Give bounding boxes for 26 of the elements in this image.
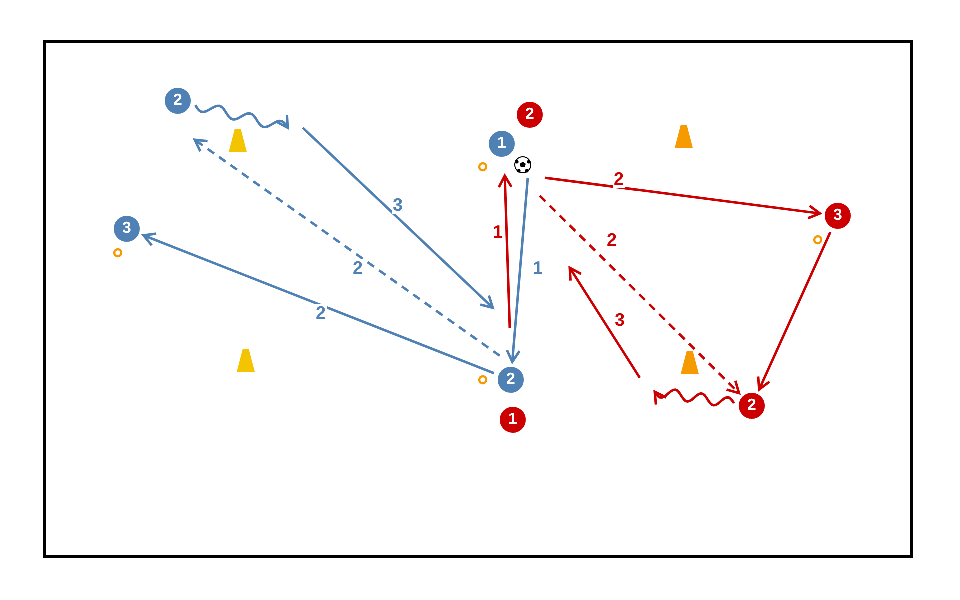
- player-marker: 2: [516, 101, 544, 129]
- step-number: 3: [614, 311, 626, 329]
- player-marker: 2: [497, 366, 525, 394]
- run-arrow: [142, 232, 495, 375]
- soccer-ball-icon: [514, 156, 532, 174]
- run-arrow: [498, 174, 513, 328]
- pass-arrow: [539, 195, 740, 395]
- edge-label: 2: [613, 170, 626, 188]
- step-number: 3: [392, 196, 404, 214]
- dribble-arrow: [654, 388, 736, 407]
- run-arrow: [757, 232, 832, 391]
- pass-arrow: [194, 138, 501, 358]
- player-marker: 2: [164, 87, 192, 115]
- dribble-arrow: [194, 104, 290, 130]
- edge-label: 2: [352, 259, 364, 277]
- edge-label: 1: [532, 259, 544, 277]
- player-marker: 2: [738, 392, 766, 420]
- player-marker: 3: [113, 215, 141, 243]
- player-marker: 1: [488, 130, 516, 158]
- run-arrow: [544, 176, 822, 220]
- player-marker: 1: [499, 406, 527, 434]
- edge-label: 2: [315, 304, 328, 322]
- edge-label: 1: [492, 223, 504, 241]
- edge-label: 2: [606, 231, 618, 249]
- run-arrow: [506, 178, 530, 364]
- player-marker: 3: [824, 202, 852, 230]
